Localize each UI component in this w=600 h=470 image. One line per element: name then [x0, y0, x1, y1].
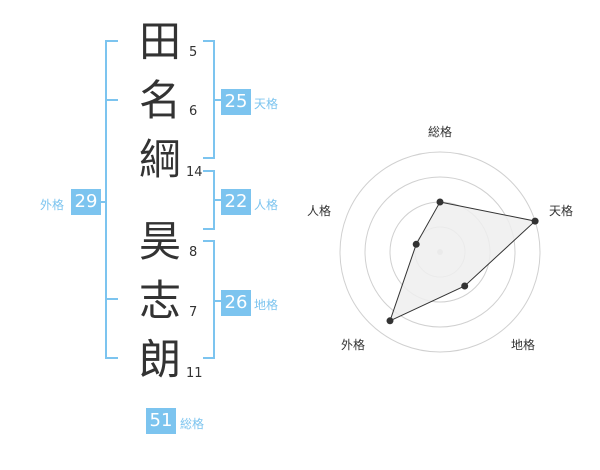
soukaku-label: 総格: [180, 417, 205, 431]
chikaku-bracket: [203, 240, 215, 359]
stroke-count-6: 11: [186, 366, 203, 381]
radar-label-bottom-left: 外格: [341, 338, 366, 352]
tenkaku-value: 25: [221, 89, 251, 115]
name-char-3: 綱: [138, 135, 181, 184]
radar-ring-4: [339, 151, 541, 353]
gaikaku-value: 29: [71, 189, 101, 215]
chikaku-value: 26: [221, 290, 251, 316]
radar-shape: [389, 201, 537, 322]
radar-ring-3: [364, 176, 516, 328]
soukaku-value: 51: [146, 408, 176, 434]
gaikaku-label: 外格: [40, 198, 65, 212]
stroke-count-5: 7: [189, 305, 198, 320]
chikaku-label: 地格: [254, 298, 279, 312]
stroke-count-3: 14: [186, 165, 203, 180]
stroke-count-2: 6: [189, 104, 198, 119]
gaikaku-bracket: [105, 40, 118, 359]
stroke-count-1: 5: [189, 45, 198, 60]
name-char-2: 名: [138, 76, 181, 125]
jinkaku-value: 22: [221, 189, 251, 215]
stroke-count-4: 8: [189, 245, 198, 260]
jinkaku-label: 人格: [254, 198, 279, 212]
radar-point-jinkaku: [412, 240, 420, 248]
name-char-4: 昊: [138, 217, 181, 266]
radar-point-tenkaku: [531, 217, 539, 225]
radar-label-right: 天格: [549, 204, 574, 218]
radar-label-top: 総格: [428, 125, 453, 139]
radar-label-bottom-right: 地格: [511, 338, 536, 352]
name-char-5: 志: [138, 276, 181, 325]
name-char-6: 朗: [138, 335, 181, 384]
tenkaku-label: 天格: [254, 97, 279, 111]
name-char-1: 田: [138, 17, 181, 66]
radar-point-gaikaku: [386, 317, 394, 325]
radar-point-chikaku: [461, 282, 469, 290]
radar-label-left: 人格: [307, 204, 332, 218]
radar-point-soukaku: [436, 198, 444, 206]
